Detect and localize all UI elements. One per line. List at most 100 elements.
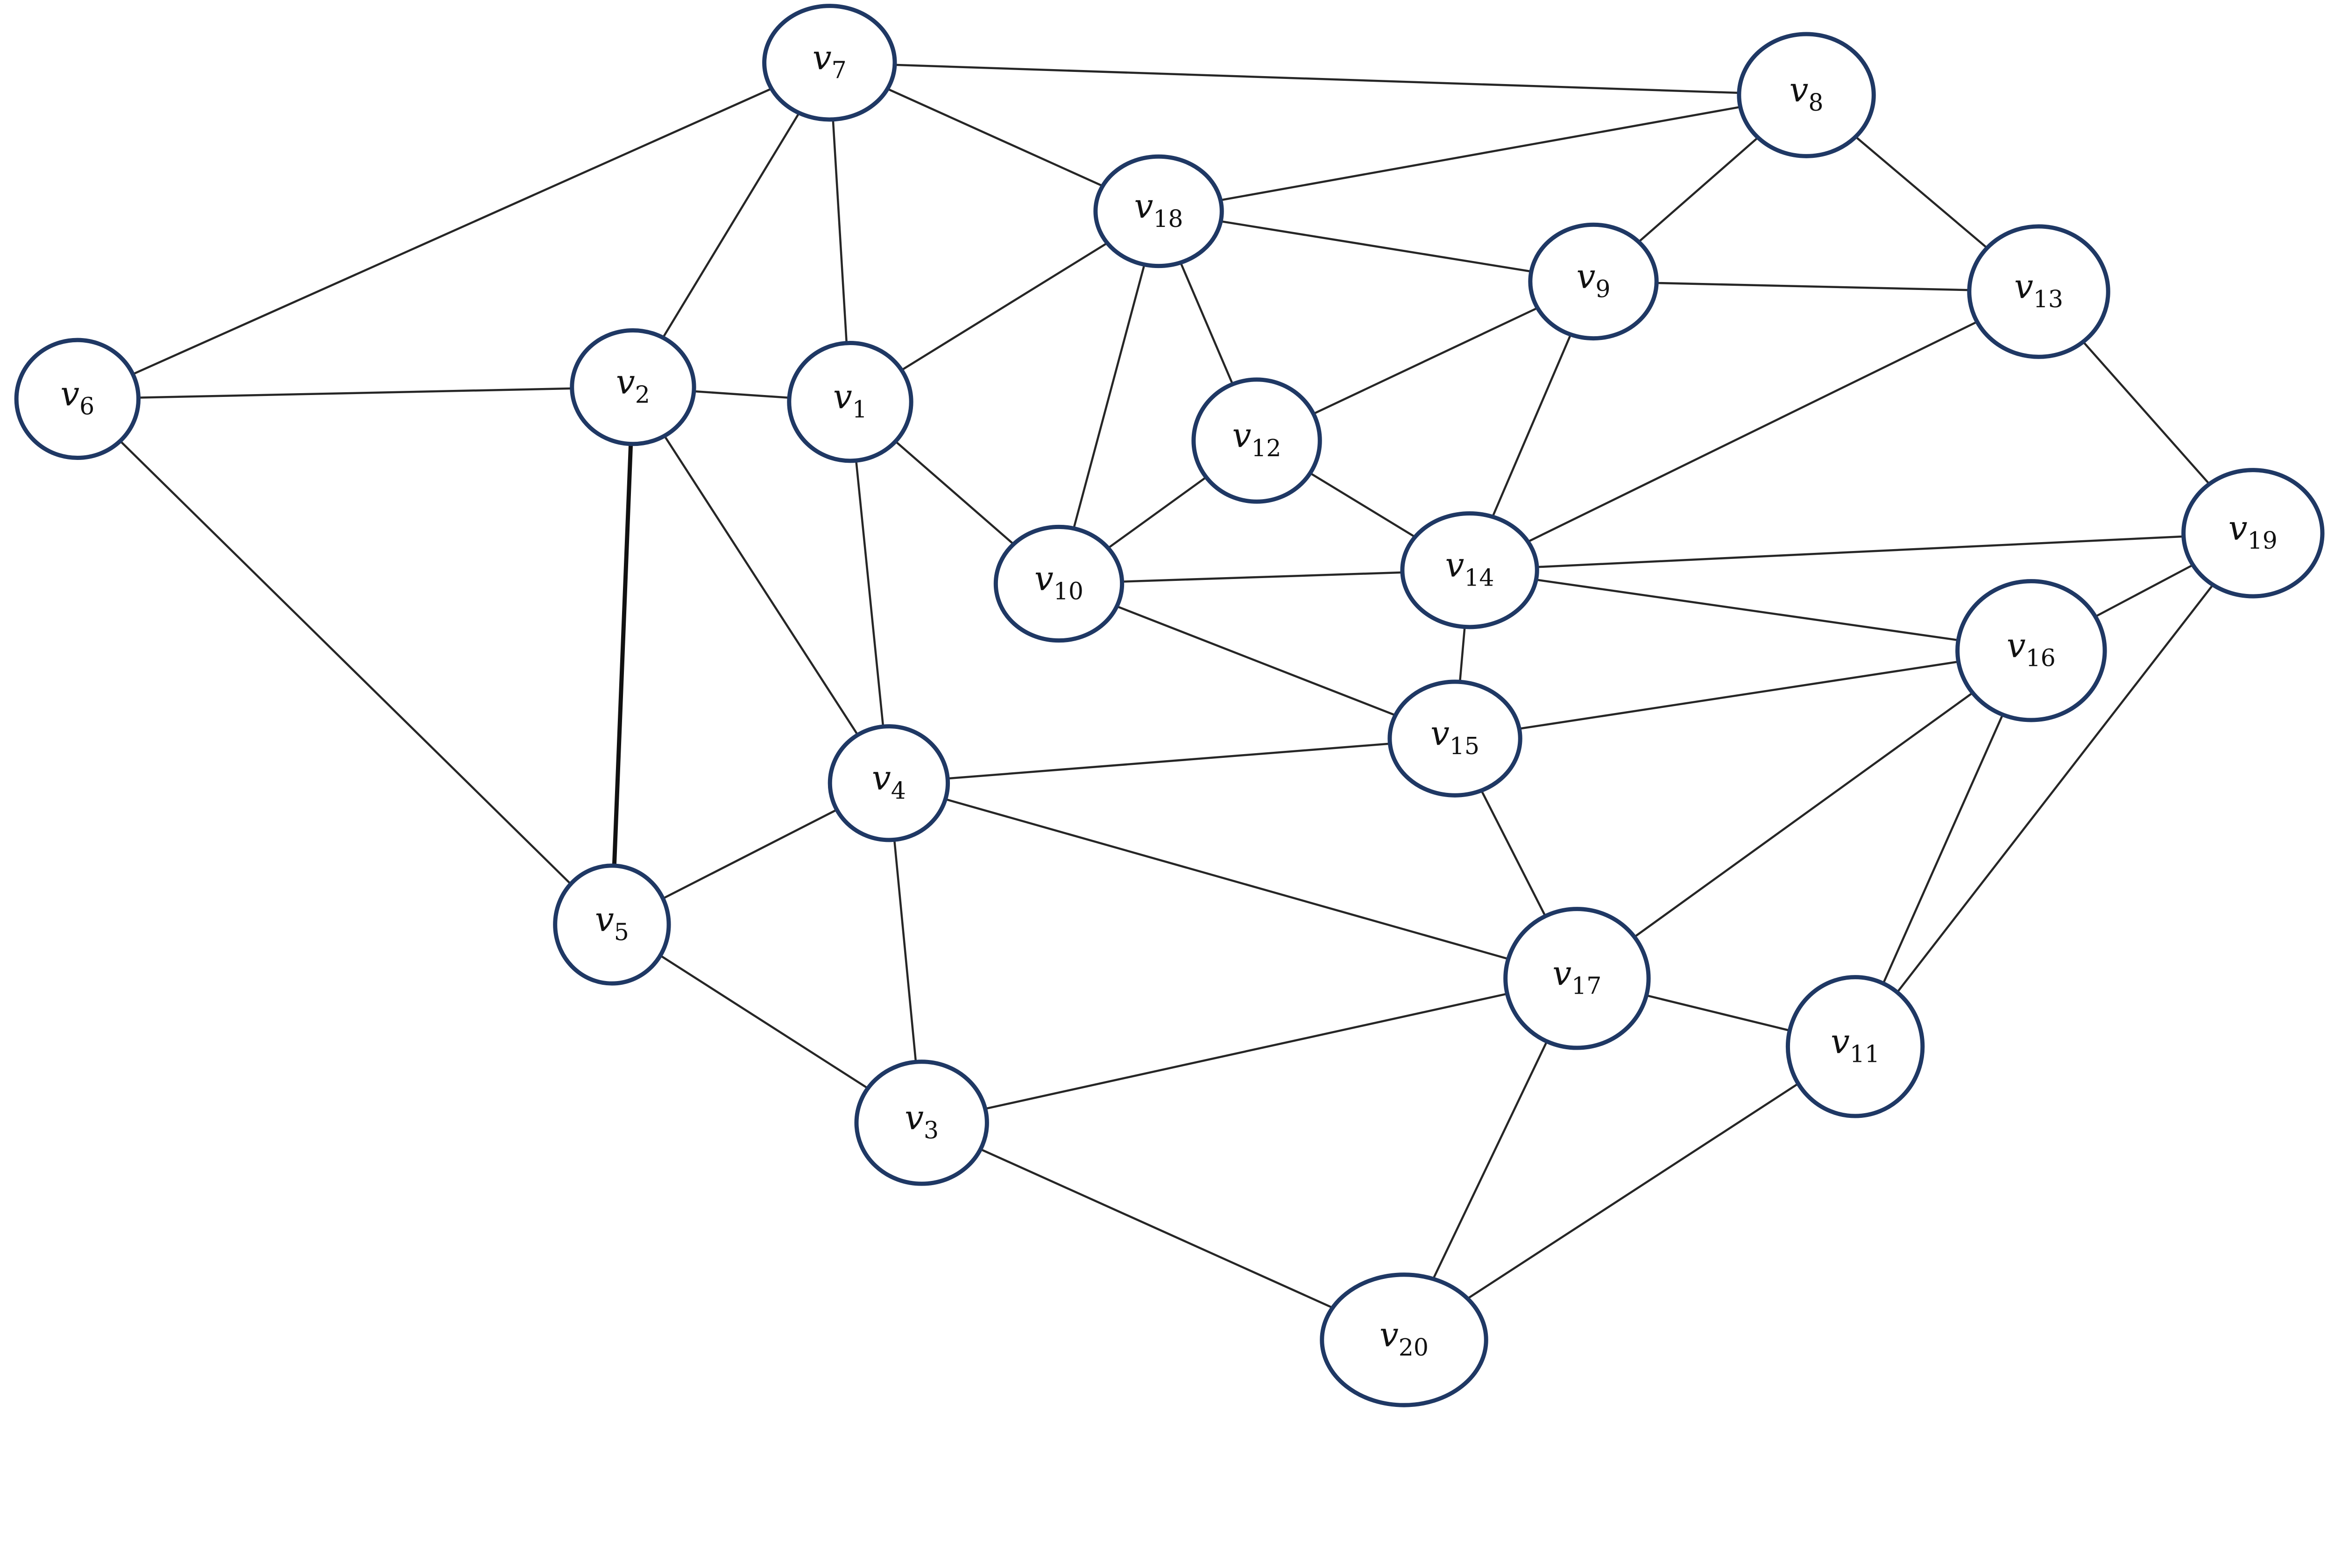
node-label-letter: v	[1445, 546, 1465, 585]
node-label: v11	[1831, 1022, 1880, 1068]
node-circle	[2181, 468, 2325, 599]
edge-v15-v4	[889, 737, 1455, 784]
edge-v16-v15	[1455, 650, 2031, 740]
node-circle	[553, 863, 671, 986]
node-label-letter: v	[1552, 954, 1571, 993]
edge-v6-v2	[77, 386, 633, 400]
node-label: v2	[616, 363, 650, 409]
node-circle	[1387, 679, 1522, 798]
node-label: v17	[1552, 954, 1601, 1000]
node-circle	[828, 724, 950, 842]
node-circle	[570, 328, 696, 446]
node-label: v19	[2229, 509, 2278, 554]
edge-v13-v14	[1469, 290, 2039, 572]
edge-v18-v9	[1158, 210, 1594, 283]
node-circle	[1785, 975, 1925, 1118]
node-label-letter: v	[813, 38, 832, 78]
node-label-subscript: 20	[1399, 1334, 1429, 1361]
edge-v18-v10	[1058, 211, 1160, 584]
node-label: v1	[833, 377, 867, 423]
node-circle	[1967, 224, 2110, 359]
edge-v8-v18	[1158, 94, 1807, 212]
node-v18[interactable]: v18	[1093, 154, 1224, 268]
node-label-subscript: 16	[2026, 644, 2056, 672]
node-label-letter: v	[1790, 71, 1809, 110]
node-v11[interactable]: v11	[1785, 975, 1925, 1118]
node-label: v16	[2007, 626, 2056, 672]
edge-v17-v3	[921, 977, 1578, 1124]
edge-v4-v17	[888, 782, 1578, 980]
edge-v7-v8	[829, 62, 1807, 96]
node-v1[interactable]: v1	[787, 340, 913, 463]
node-label-subscript: 7	[832, 57, 847, 84]
node-label: v15	[1430, 714, 1479, 760]
node-label-subscript: 1	[852, 396, 867, 423]
node-circle	[1503, 907, 1651, 1050]
node-v15[interactable]: v15	[1387, 679, 1522, 798]
edge-v10-v15	[1058, 582, 1456, 740]
node-v13[interactable]: v13	[1967, 224, 2110, 359]
edge-v9-v13	[1593, 280, 2039, 293]
node-label-subscript: 15	[1450, 732, 1479, 760]
node-v10[interactable]: v10	[993, 524, 1125, 643]
node-label-letter: v	[833, 377, 852, 417]
node-label: v4	[872, 759, 906, 805]
node-v4[interactable]: v4	[828, 724, 950, 842]
node-label: v3	[905, 1098, 939, 1144]
node-v9[interactable]: v9	[1528, 222, 1659, 341]
node-label: v18	[1134, 187, 1183, 233]
node-v3[interactable]: v3	[854, 1059, 989, 1186]
node-circle	[1191, 377, 1322, 504]
node-label: v13	[2014, 267, 2063, 313]
node-circle	[1955, 579, 2107, 722]
node-label: v10	[1034, 559, 1083, 605]
node-label-subscript: 6	[79, 393, 94, 420]
node-label-subscript: 5	[614, 918, 629, 946]
node-v20[interactable]: v20	[1320, 1272, 1488, 1407]
node-circle	[1528, 222, 1659, 341]
node-label-subscript: 10	[1054, 577, 1083, 605]
node-v7[interactable]: v7	[762, 4, 897, 122]
node-v14[interactable]: v14	[1400, 511, 1539, 629]
node-label: v8	[1790, 71, 1824, 116]
node-label-subscript: 8	[1808, 89, 1823, 116]
node-v12[interactable]: v12	[1191, 377, 1322, 504]
node-label-letter: v	[616, 363, 635, 402]
node-label: v12	[1232, 416, 1281, 462]
node-label-subscript: 4	[891, 777, 906, 805]
graph-diagram: v1v2v3v4v5v6v7v8v9v10v11v12v13v14v15v16v…	[14, 4, 2325, 1407]
node-label: v7	[813, 38, 847, 84]
edge-v3-v20	[921, 1122, 1405, 1341]
node-label: v9	[1577, 257, 1611, 303]
node-label-subscript: 14	[1464, 564, 1494, 592]
edge-v14-v16	[1469, 569, 2031, 652]
edge-v7-v6	[77, 62, 830, 400]
node-label-letter: v	[2014, 267, 2033, 306]
node-label-subscript: 13	[2033, 285, 2063, 313]
node-label-letter: v	[1034, 559, 1054, 599]
node-v5[interactable]: v5	[553, 863, 671, 986]
edge-v11-v20	[1403, 1045, 1856, 1341]
node-label-subscript: 3	[924, 1116, 939, 1144]
node-v19[interactable]: v19	[2181, 468, 2325, 599]
node-label-letter: v	[905, 1098, 924, 1137]
node-label-letter: v	[1430, 714, 1450, 753]
edge-v1-v4	[849, 402, 890, 784]
node-label-subscript: 9	[1595, 275, 1610, 303]
node-v17[interactable]: v17	[1503, 907, 1651, 1050]
node-circle	[993, 524, 1125, 643]
node-v8[interactable]: v8	[1737, 32, 1876, 158]
node-label: v6	[60, 374, 94, 420]
node-v6[interactable]: v6	[14, 338, 141, 460]
node-v2[interactable]: v2	[570, 328, 696, 446]
node-label-letter: v	[1232, 416, 1252, 455]
node-label: v20	[1380, 1315, 1429, 1361]
node-label-letter: v	[2007, 626, 2026, 665]
edge-v6-v5	[77, 398, 613, 925]
node-circle	[854, 1059, 989, 1186]
node-circle	[14, 338, 141, 460]
node-circle	[1400, 511, 1539, 629]
edge-v7-v2	[632, 62, 831, 388]
edge-v19-v11	[1854, 532, 2254, 1047]
node-v16[interactable]: v16	[1955, 579, 2107, 722]
